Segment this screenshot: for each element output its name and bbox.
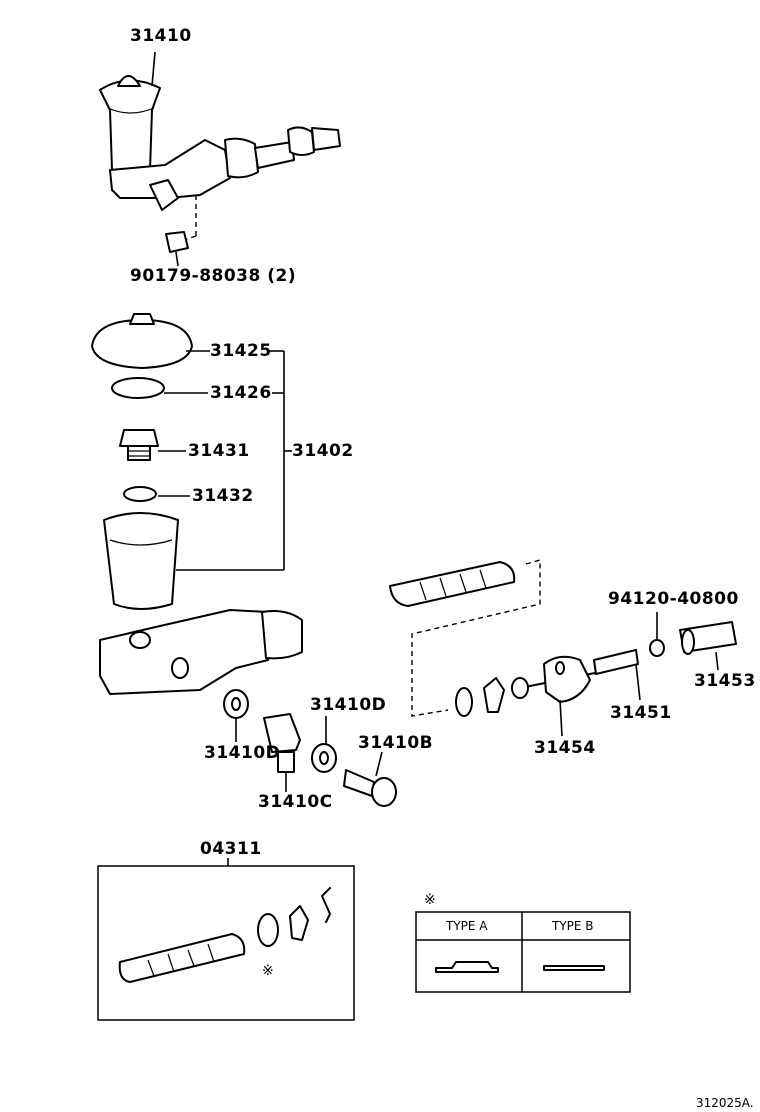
reservoir-union-drawing [119,429,159,461]
type-b-shape [543,965,605,971]
diagram-code: 312025A. [696,1096,754,1110]
type-a-shape [435,961,499,973]
label-90179-88038: 90179-88038 (2) [130,266,297,286]
kit-dashed-outline [411,559,541,717]
washer-31410d-right-drawing [311,743,337,773]
nut-drawing [649,639,665,657]
label-31454: 31454 [534,738,596,758]
bleeder-bolt-drawing [343,769,397,807]
clevis-yoke-drawing [679,621,737,655]
label-04311: 04311 [200,839,262,859]
piston-spring-drawing [389,561,516,607]
label-31425: 31425 [210,341,272,361]
kit-piston-drawing [118,933,246,983]
label-31453: 31453 [694,671,756,691]
legend-mark-symbol: ※ [424,892,436,908]
legend-table [415,911,631,993]
cup-seal-drawing [455,677,505,717]
piston-boot-drawing [511,655,601,703]
legend-type-b: TYPE B [552,919,594,933]
repair-kit-box [97,865,355,1021]
push-rod-drawing [593,649,639,675]
leader-31410 [151,51,156,87]
label-31410b: 31410B [358,733,434,753]
cylinder-body-drawing [99,609,303,695]
kit-cup-drawing [257,887,331,947]
washer-31410d-left-drawing [223,689,249,719]
label-31410: 31410 [130,26,192,46]
label-31431: 31431 [188,441,250,461]
bracket-31402 [158,350,292,571]
label-31426: 31426 [210,383,272,403]
legend-type-a: TYPE A [446,919,488,933]
label-31451: 31451 [610,703,672,723]
label-94120-40800: 94120-40800 [608,589,739,609]
master-cylinder-assembly-drawing [99,75,341,253]
kit-mark-symbol: ※ [262,963,274,979]
leader-90179 [175,251,179,267]
label-31432: 31432 [192,486,254,506]
label-31410d-right: 31410D [310,695,387,715]
cap-diaphragm-drawing [111,377,165,399]
gasket-31432-drawing [123,486,157,502]
reservoir-cap-drawing [91,313,193,369]
label-31402: 31402 [292,441,354,461]
reservoir-body-drawing [103,512,179,610]
label-31410c: 31410C [258,792,333,812]
label-31410d-left: 31410D [204,743,281,763]
